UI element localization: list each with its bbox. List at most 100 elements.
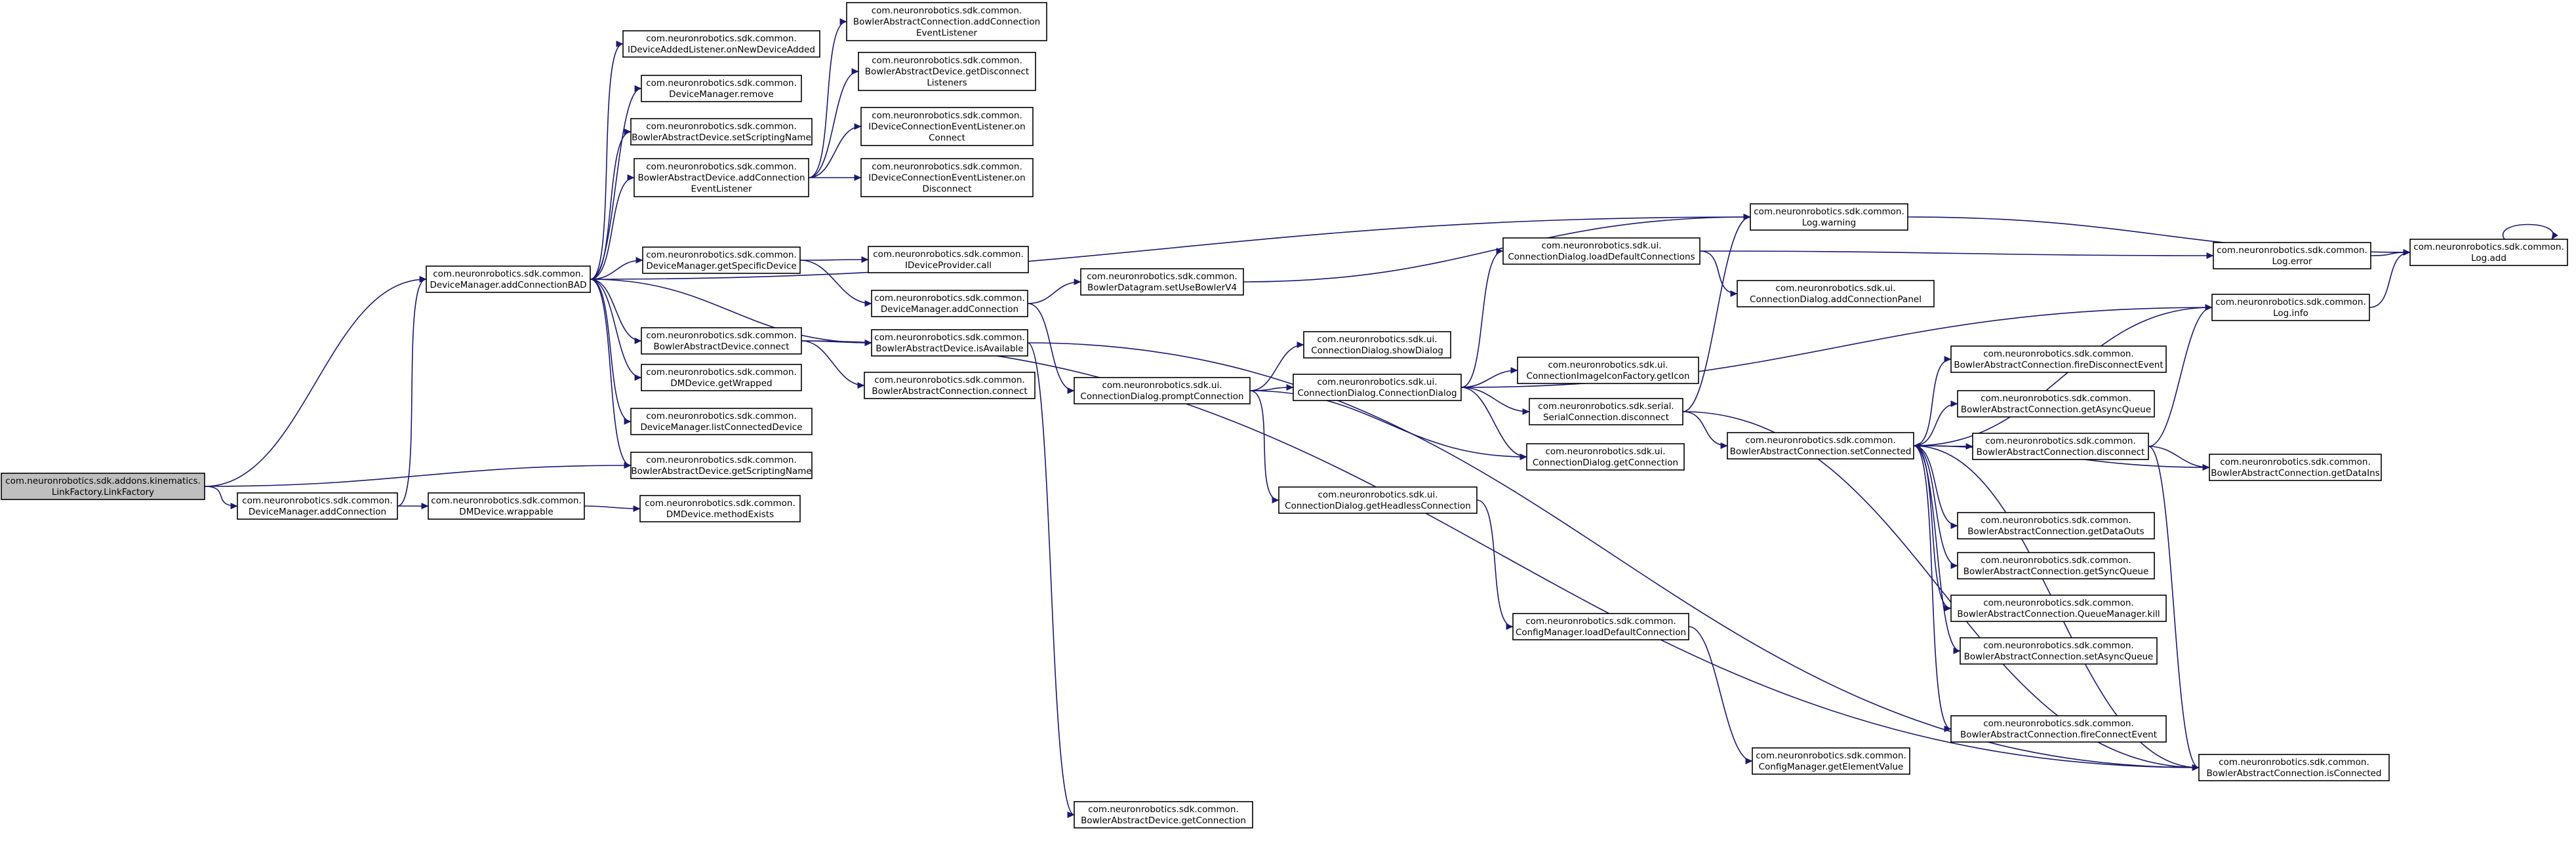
- edge-dm_addConnBAD-to-bad_isAvailable: [590, 279, 872, 346]
- edge-bac_setConnected-to-bac_fireDisc: [1913, 356, 1952, 446]
- node-dm_listConn[interactable]: com.neuronrobotics.sdk.common.DeviceMana…: [630, 408, 813, 435]
- edge-sc_disconnect-to-log_warning: [1682, 214, 1751, 412]
- node-box: [1512, 613, 1689, 640]
- node-label-line: ConnectionDialog.getHeadlessConnection: [1285, 501, 1471, 511]
- node-label-line: BowlerAbstractConnection.disconnect: [1977, 447, 2145, 458]
- node-bdg_setUseV4[interactable]: com.neuronrobotics.sdk.common.BowlerData…: [1080, 268, 1244, 296]
- edge-dm_addConn2-to-cd_prompt: [1027, 303, 1075, 394]
- node-log_error[interactable]: com.neuronrobotics.sdk.common.Log.error: [2213, 242, 2371, 269]
- node-label-line: com.neuronrobotics.sdk.common.: [242, 496, 393, 506]
- node-label-line: ConfigManager.loadDefaultConnection: [1516, 627, 1686, 638]
- node-label-line: com.neuronrobotics.sdk.common.: [872, 162, 1022, 172]
- edge-cd_prompt-to-cd_ctor: [1249, 384, 1294, 391]
- node-bac_getAsyncQ[interactable]: com.neuronrobotics.sdk.common.BowlerAbst…: [1957, 390, 2155, 418]
- node-label-line: DeviceManager.addConnectionBAD: [430, 280, 586, 290]
- node-bad_setScript[interactable]: com.neuronrobotics.sdk.common.BowlerAbst…: [630, 118, 813, 146]
- node-label-line: com.neuronrobotics.sdk.common.: [431, 496, 582, 506]
- edge-bac_setConnected-to-bac_getAsyncQ: [1913, 401, 1958, 446]
- node-label-line: DeviceManager.remove: [669, 89, 774, 100]
- node-dmd_methodExists[interactable]: com.neuronrobotics.sdk.common.DMDevice.m…: [639, 495, 801, 522]
- node-label-line: ConnectionDialog.promptConnection: [1080, 391, 1243, 402]
- node-log_info[interactable]: com.neuronrobotics.sdk.common.Log.info: [2211, 294, 2370, 321]
- node-cd_showDialog[interactable]: com.neuronrobotics.sdk.ui.ConnectionDial…: [1303, 331, 1451, 359]
- edge-dm_addConnBAD-to-bad_setScript: [590, 128, 632, 280]
- node-dmd_wrappable[interactable]: com.neuronrobotics.sdk.common.DMDevice.w…: [428, 492, 585, 520]
- node-bad_isAvailable[interactable]: com.neuronrobotics.sdk.common.BowlerAbst…: [871, 329, 1028, 357]
- node-dm_getSpecific[interactable]: com.neuronrobotics.sdk.common.DeviceMana…: [642, 246, 801, 274]
- node-label-line: BowlerAbstractConnection.setConnected: [1730, 446, 1912, 457]
- node-cm_loadDefault[interactable]: com.neuronrobotics.sdk.common.ConfigMana…: [1512, 613, 1689, 640]
- node-box: [630, 408, 813, 435]
- edge-dm_addConn2-to-bdg_setUseV4: [1027, 279, 1081, 304]
- node-dm_remove[interactable]: com.neuronrobotics.sdk.common.DeviceMana…: [641, 75, 802, 102]
- node-bac_connect[interactable]: com.neuronrobotics.sdk.common.BowlerAbst…: [864, 372, 1036, 399]
- node-bac_qmKill[interactable]: com.neuronrobotics.sdk.common.BowlerAbst…: [1950, 595, 2167, 622]
- node-bad_getDiscL[interactable]: com.neuronrobotics.sdk.common.BowlerAbst…: [858, 52, 1036, 91]
- edge-root-to-bad_getScript: [204, 462, 632, 487]
- node-idp_call[interactable]: com.neuronrobotics.sdk.common.IDevicePro…: [868, 246, 1029, 273]
- node-label-line: com.neuronrobotics.sdk.common.: [2217, 245, 2367, 256]
- node-cd_getConnection[interactable]: com.neuronrobotics.sdk.ui.ConnectionDial…: [1526, 443, 1685, 471]
- node-cd_getHeadless[interactable]: com.neuronrobotics.sdk.ui.ConnectionDial…: [1278, 486, 1478, 514]
- node-label-line: IDeviceProvider.call: [905, 260, 992, 271]
- node-bac_isConnected[interactable]: com.neuronrobotics.sdk.common.BowlerAbst…: [2198, 754, 2390, 781]
- node-log_add[interactable]: com.neuronrobotics.sdk.common.Log.add: [2409, 239, 2568, 266]
- node-root[interactable]: com.neuronrobotics.sdk.addons.kinematics…: [1, 473, 205, 500]
- node-label-line: com.neuronrobotics.sdk.ui.: [1541, 241, 1661, 251]
- node-bad_connect[interactable]: com.neuronrobotics.sdk.common.BowlerAbst…: [641, 327, 802, 355]
- node-box: [2198, 754, 2390, 781]
- node-log_warning[interactable]: com.neuronrobotics.sdk.common.Log.warnin…: [1750, 203, 1908, 231]
- node-dm_addConnBAD[interactable]: com.neuronrobotics.sdk.common.DeviceMana…: [426, 265, 591, 293]
- node-bad_getConnection[interactable]: com.neuronrobotics.sdk.common.BowlerAbst…: [1074, 801, 1253, 829]
- edge-root-to-dm_addConn: [204, 486, 238, 509]
- node-label-line: DeviceManager.listConnectedDevice: [640, 422, 802, 433]
- edge-bac_setConnected-to-bac_getDataOuts: [1913, 445, 1958, 529]
- node-bac_disconnect[interactable]: com.neuronrobotics.sdk.common.BowlerAbst…: [1972, 433, 2149, 460]
- node-label-line: com.neuronrobotics.sdk.common.: [646, 33, 797, 44]
- node-label-line: com.neuronrobotics.sdk.common.: [1981, 555, 2131, 566]
- edge-bad_addConnEL-to-idcel_onConnect: [808, 123, 862, 178]
- edge-cd_prompt-to-cd_showDialog: [1249, 342, 1304, 391]
- node-bac_setAsyncQ[interactable]: com.neuronrobotics.sdk.common.BowlerAbst…: [1960, 637, 2158, 665]
- edge-bac_setConnected-to-bac_fireConn: [1913, 445, 1952, 732]
- node-cd_loadDefaults[interactable]: com.neuronrobotics.sdk.ui.ConnectionDial…: [1502, 237, 1701, 265]
- node-box: [641, 327, 802, 355]
- node-bac_getSyncQ[interactable]: com.neuronrobotics.sdk.common.BowlerAbst…: [1957, 552, 2155, 579]
- edge-bac_disconnect-to-bac_getDataIns: [2148, 446, 2210, 471]
- node-label-line: BowlerAbstractConnection.QueueManager.ki…: [1957, 609, 2160, 619]
- node-label-line: DeviceManager.getSpecificDevice: [646, 261, 796, 271]
- node-bac_fireConn[interactable]: com.neuronrobotics.sdk.common.BowlerAbst…: [1950, 715, 2167, 743]
- node-sc_disconnect[interactable]: com.neuronrobotics.sdk.serial.SerialConn…: [1529, 398, 1683, 425]
- node-bac_addConnEL[interactable]: com.neuronrobotics.sdk.common.BowlerAbst…: [846, 2, 1047, 41]
- node-label-line: com.neuronrobotics.sdk.ui.: [1317, 377, 1437, 387]
- node-cm_getElement[interactable]: com.neuronrobotics.sdk.common.ConfigMana…: [1752, 747, 1910, 775]
- node-idcel_onConnect[interactable]: com.neuronrobotics.sdk.common.IDeviceCon…: [860, 107, 1034, 146]
- node-cd_addPanel[interactable]: com.neuronrobotics.sdk.ui.ConnectionDial…: [1737, 280, 1935, 307]
- node-label-line: EventListener: [916, 28, 977, 39]
- node-cd_ctor[interactable]: com.neuronrobotics.sdk.ui.ConnectionDial…: [1293, 374, 1462, 401]
- node-label-line: Log.info: [2273, 308, 2308, 319]
- edge-dmd_wrappable-to-dmd_methodExists: [584, 505, 641, 512]
- node-idcel_onDisconnect[interactable]: com.neuronrobotics.sdk.common.IDeviceCon…: [860, 158, 1034, 197]
- edge-sc_disconnect-to-bac_setConnected: [1682, 411, 1728, 449]
- node-box: [237, 492, 398, 520]
- node-dm_addConn[interactable]: com.neuronrobotics.sdk.common.DeviceMana…: [237, 492, 398, 520]
- node-cif_getIcon[interactable]: com.neuronrobotics.sdk.ui.ConnectionImag…: [1517, 357, 1699, 384]
- node-bad_addConnEL[interactable]: com.neuronrobotics.sdk.common.BowlerAbst…: [634, 158, 809, 197]
- node-bac_getDataOuts[interactable]: com.neuronrobotics.sdk.common.BowlerAbst…: [1957, 512, 2155, 539]
- node-bac_fireDisc[interactable]: com.neuronrobotics.sdk.common.BowlerAbst…: [1950, 345, 2167, 373]
- edge-bac_setConnected-to-log_info: [1913, 304, 2213, 446]
- node-bac_setConnected[interactable]: com.neuronrobotics.sdk.common.BowlerAbst…: [1727, 432, 1914, 459]
- node-box: [639, 495, 801, 522]
- node-dm_addConn2[interactable]: com.neuronrobotics.sdk.common.DeviceMana…: [871, 290, 1028, 317]
- node-label-line: ConnectionDialog.ConnectionDialog: [1297, 388, 1457, 399]
- node-label-line: BowlerAbstractDevice.getDisconnect: [865, 67, 1029, 77]
- node-cd_prompt[interactable]: com.neuronrobotics.sdk.ui.ConnectionDial…: [1074, 377, 1251, 404]
- node-bac_getDataIns[interactable]: com.neuronrobotics.sdk.common.BowlerAbst…: [2209, 454, 2382, 481]
- node-bad_getScript[interactable]: com.neuronrobotics.sdk.common.BowlerAbst…: [630, 452, 813, 479]
- node-idev_added[interactable]: com.neuronrobotics.sdk.common.IDeviceAdd…: [622, 30, 820, 58]
- node-label-line: com.neuronrobotics.sdk.common.: [646, 455, 797, 465]
- node-dmd_getWrapped[interactable]: com.neuronrobotics.sdk.common.DMDevice.g…: [641, 364, 802, 391]
- node-box: [1517, 357, 1699, 384]
- node-box: [860, 107, 1034, 146]
